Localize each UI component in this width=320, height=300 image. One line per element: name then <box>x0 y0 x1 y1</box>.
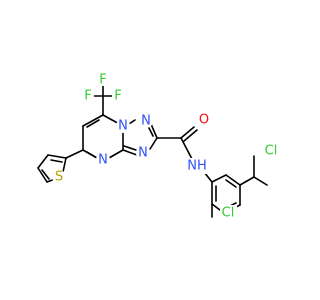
atom-o-carbonyl: O <box>197 113 211 128</box>
atom-n-triazole-top: N <box>139 114 153 129</box>
atom-nh-amide: NH <box>186 158 208 174</box>
atom-label-f: F <box>114 89 121 104</box>
bond <box>108 149 124 159</box>
bond <box>225 179 237 188</box>
bond <box>123 145 137 151</box>
bond <box>211 174 227 183</box>
atom-f-top: F <box>97 73 109 88</box>
atom-n-pyrimidine: N <box>96 153 110 168</box>
atom-f-left: F <box>82 89 94 104</box>
atom-n-triazole-bottom: N <box>136 146 150 161</box>
bond <box>239 176 255 186</box>
bond <box>50 159 63 163</box>
atom-label-f: F <box>99 73 106 88</box>
bond <box>86 119 100 128</box>
atom-label-n: N <box>138 146 148 161</box>
atom-label-n: N <box>98 153 108 168</box>
bond <box>37 154 49 169</box>
bond-layer <box>37 83 268 218</box>
bond <box>150 123 158 139</box>
atom-label-cl: Cl <box>265 144 278 159</box>
bond <box>225 174 241 186</box>
atom-s-thiophene: S <box>52 170 66 185</box>
bond <box>183 129 198 142</box>
molecule-structure: F F F N N N N O <box>37 72 280 221</box>
bond <box>122 149 138 156</box>
bond <box>65 149 84 159</box>
atom-cl-top: Cl <box>263 143 280 159</box>
bond <box>82 114 104 127</box>
bond <box>62 157 67 173</box>
bond <box>41 169 50 180</box>
atom-label-o: O <box>199 113 209 128</box>
bond <box>253 176 268 186</box>
bond <box>147 125 154 137</box>
bond <box>180 126 195 139</box>
atom-cl-bottom: Cl <box>220 205 237 221</box>
bond <box>180 137 193 160</box>
atom-layer: F F F N N N N O <box>52 73 280 221</box>
bond <box>149 137 158 150</box>
atom-label-f: F <box>84 89 91 104</box>
atom-label-n: N <box>118 119 128 134</box>
bond <box>128 119 136 125</box>
bond <box>47 154 67 159</box>
atom-label-cl: Cl <box>222 206 235 221</box>
atom-label-n: N <box>141 114 151 129</box>
atom-label-nh: NH <box>187 159 207 174</box>
bond <box>86 151 98 159</box>
atom-n-bridgehead: N <box>116 119 130 134</box>
bond <box>37 167 48 183</box>
atom-f-right: F <box>112 89 124 104</box>
atom-label-s: S <box>55 170 63 185</box>
